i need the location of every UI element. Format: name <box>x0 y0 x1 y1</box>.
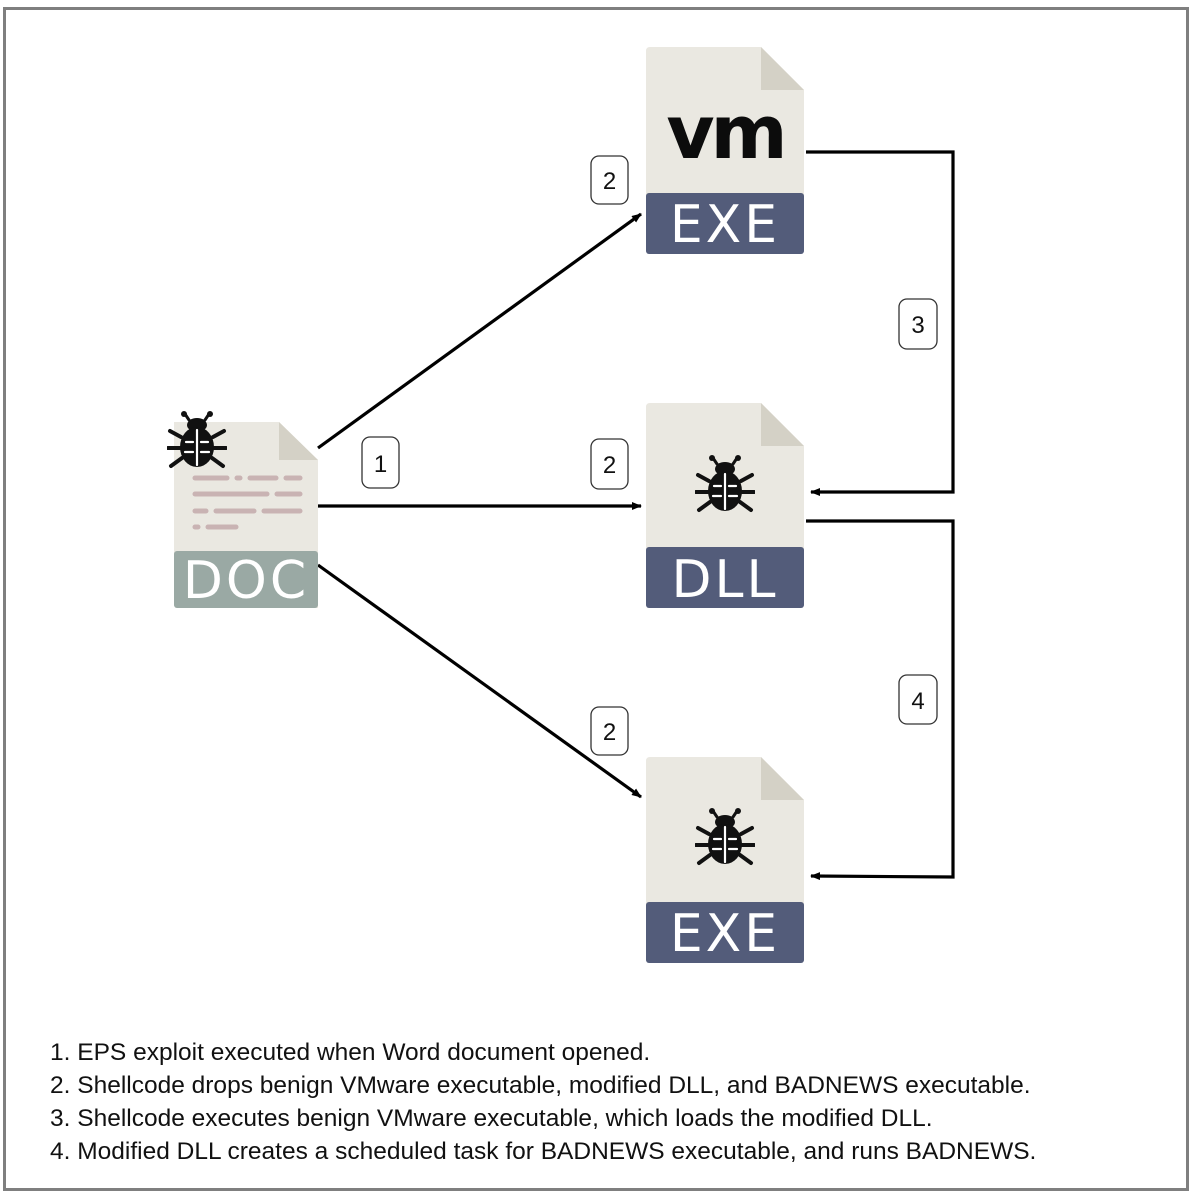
infection-flow-diagram: 2 1 2 2 3 4 <box>167 47 955 964</box>
vmware-exe-file-icon: vm EXE <box>646 47 804 255</box>
legend-item: 1. EPS exploit executed when Word docume… <box>50 1039 651 1066</box>
step-label-doc-to-vm-exe: 2 <box>590 155 629 205</box>
vmware-exe-type-label: EXE <box>670 195 780 255</box>
legend-item: 4. Modified DLL creates a scheduled task… <box>50 1138 1037 1165</box>
figure-frame <box>3 7 1189 1191</box>
arrow-doc-to-badnews-exe <box>317 563 642 799</box>
step-number: 1 <box>374 451 387 478</box>
dll-type-label: DLL <box>672 550 779 610</box>
step-number: 2 <box>603 719 616 746</box>
arrow-dll-to-badnews-exe <box>806 519 955 881</box>
step-number: 3 <box>911 312 924 339</box>
step-label-doc-to-badnews-exe: 2 <box>590 706 629 756</box>
step-number: 2 <box>603 452 616 479</box>
steps-legend: 1. EPS exploit executed when Word docume… <box>50 1036 1036 1168</box>
doc-file-icon: DOC <box>167 411 318 611</box>
step-label-dll-to-badnews-exe: 4 <box>898 674 938 725</box>
step-label-vm-exe-to-dll: 3 <box>898 298 938 350</box>
badnews-exe-file-icon: EXE <box>646 757 804 964</box>
legend-item: 2. Shellcode drops benign VMware executa… <box>50 1072 1031 1099</box>
step-label-doc-to-dll: 2 <box>590 438 629 490</box>
arrow-doc-to-vm-exe <box>317 212 642 450</box>
dll-file-icon: DLL <box>646 403 804 610</box>
arrows <box>317 150 955 881</box>
step-number: 4 <box>911 688 924 715</box>
step-label-doc-exploit: 1 <box>361 436 400 489</box>
vmware-logo: vm <box>666 90 783 176</box>
step-number: 2 <box>603 168 616 195</box>
arrow-vm-exe-to-dll <box>806 150 955 496</box>
legend-item: 3. Shellcode executes benign VMware exec… <box>50 1105 933 1132</box>
doc-text-lines <box>192 475 303 530</box>
badnews-exe-type-label: EXE <box>670 904 780 964</box>
doc-type-label: DOC <box>183 551 309 611</box>
